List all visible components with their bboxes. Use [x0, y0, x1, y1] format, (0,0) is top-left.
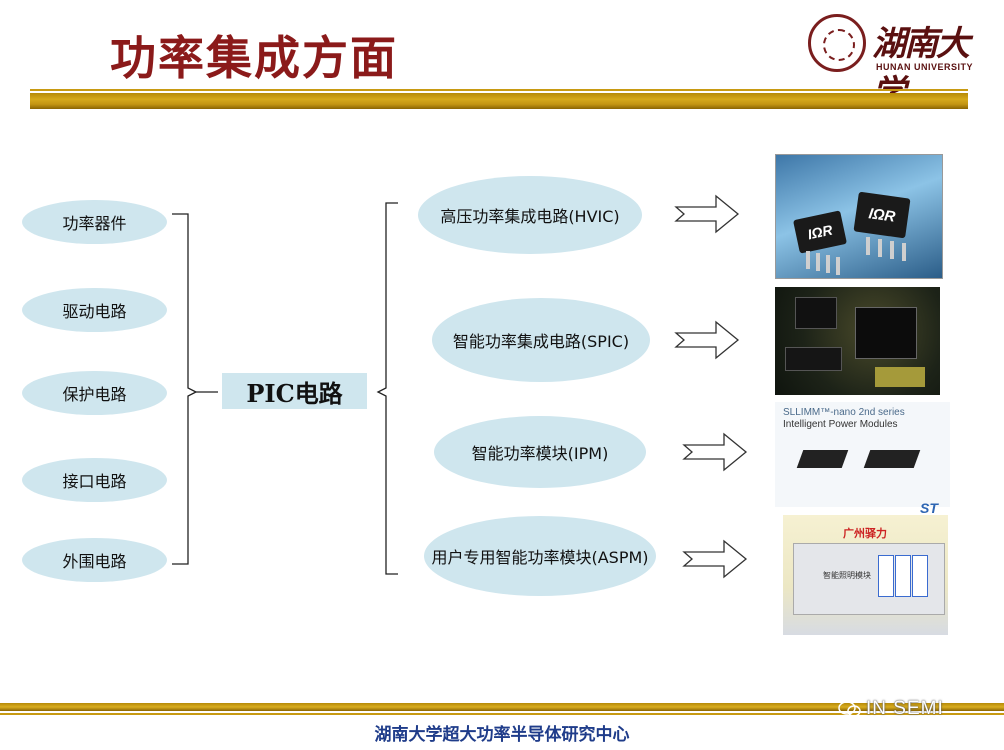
ir-chip-photo: IΩR IΩR [775, 154, 943, 279]
right-item-ipm: 智能功率模块(IPM) [434, 416, 646, 488]
watermark-text: IN SEMI [866, 698, 944, 719]
left-item-peripheral-circuit: 外围电路 [22, 538, 167, 582]
university-seal-icon [808, 14, 866, 72]
aspm-module-photo: 广州驿力 智能照明模块 [783, 515, 948, 635]
right-item-hvic: 高压功率集成电路(HVIC) [418, 176, 642, 254]
wechat-icon [838, 701, 861, 717]
left-item-power-device: 功率器件 [22, 200, 167, 244]
footer-text: 湖南大学超大功率半导体研究中心 [374, 725, 630, 745]
center-pic-circuit: PIC电路 [222, 373, 367, 409]
top-divider-bar [30, 89, 968, 109]
left-item-interface-circuit: 接口电路 [22, 458, 167, 502]
left-item-protection-circuit: 保护电路 [22, 371, 167, 415]
left-item-drive-circuit: 驱动电路 [22, 288, 167, 332]
right-item-spic: 智能功率集成电路(SPIC) [432, 298, 650, 382]
sllimm-ipm-photo: SLLIMM™-nano 2nd series Intelligent Powe… [775, 402, 950, 507]
bottom-divider-thin [0, 713, 1004, 715]
st-logo-icon: ST [920, 500, 938, 516]
right-item-aspm: 用户专用智能功率模块(ASPM) [424, 516, 656, 596]
logo-en-text: HUNAN UNIVERSITY [876, 62, 974, 72]
bottom-divider-bar [0, 703, 1004, 711]
circuit-board-photo [775, 287, 940, 395]
arrow-icon [674, 194, 748, 579]
slide-title: 功率集成方面 [110, 31, 398, 85]
